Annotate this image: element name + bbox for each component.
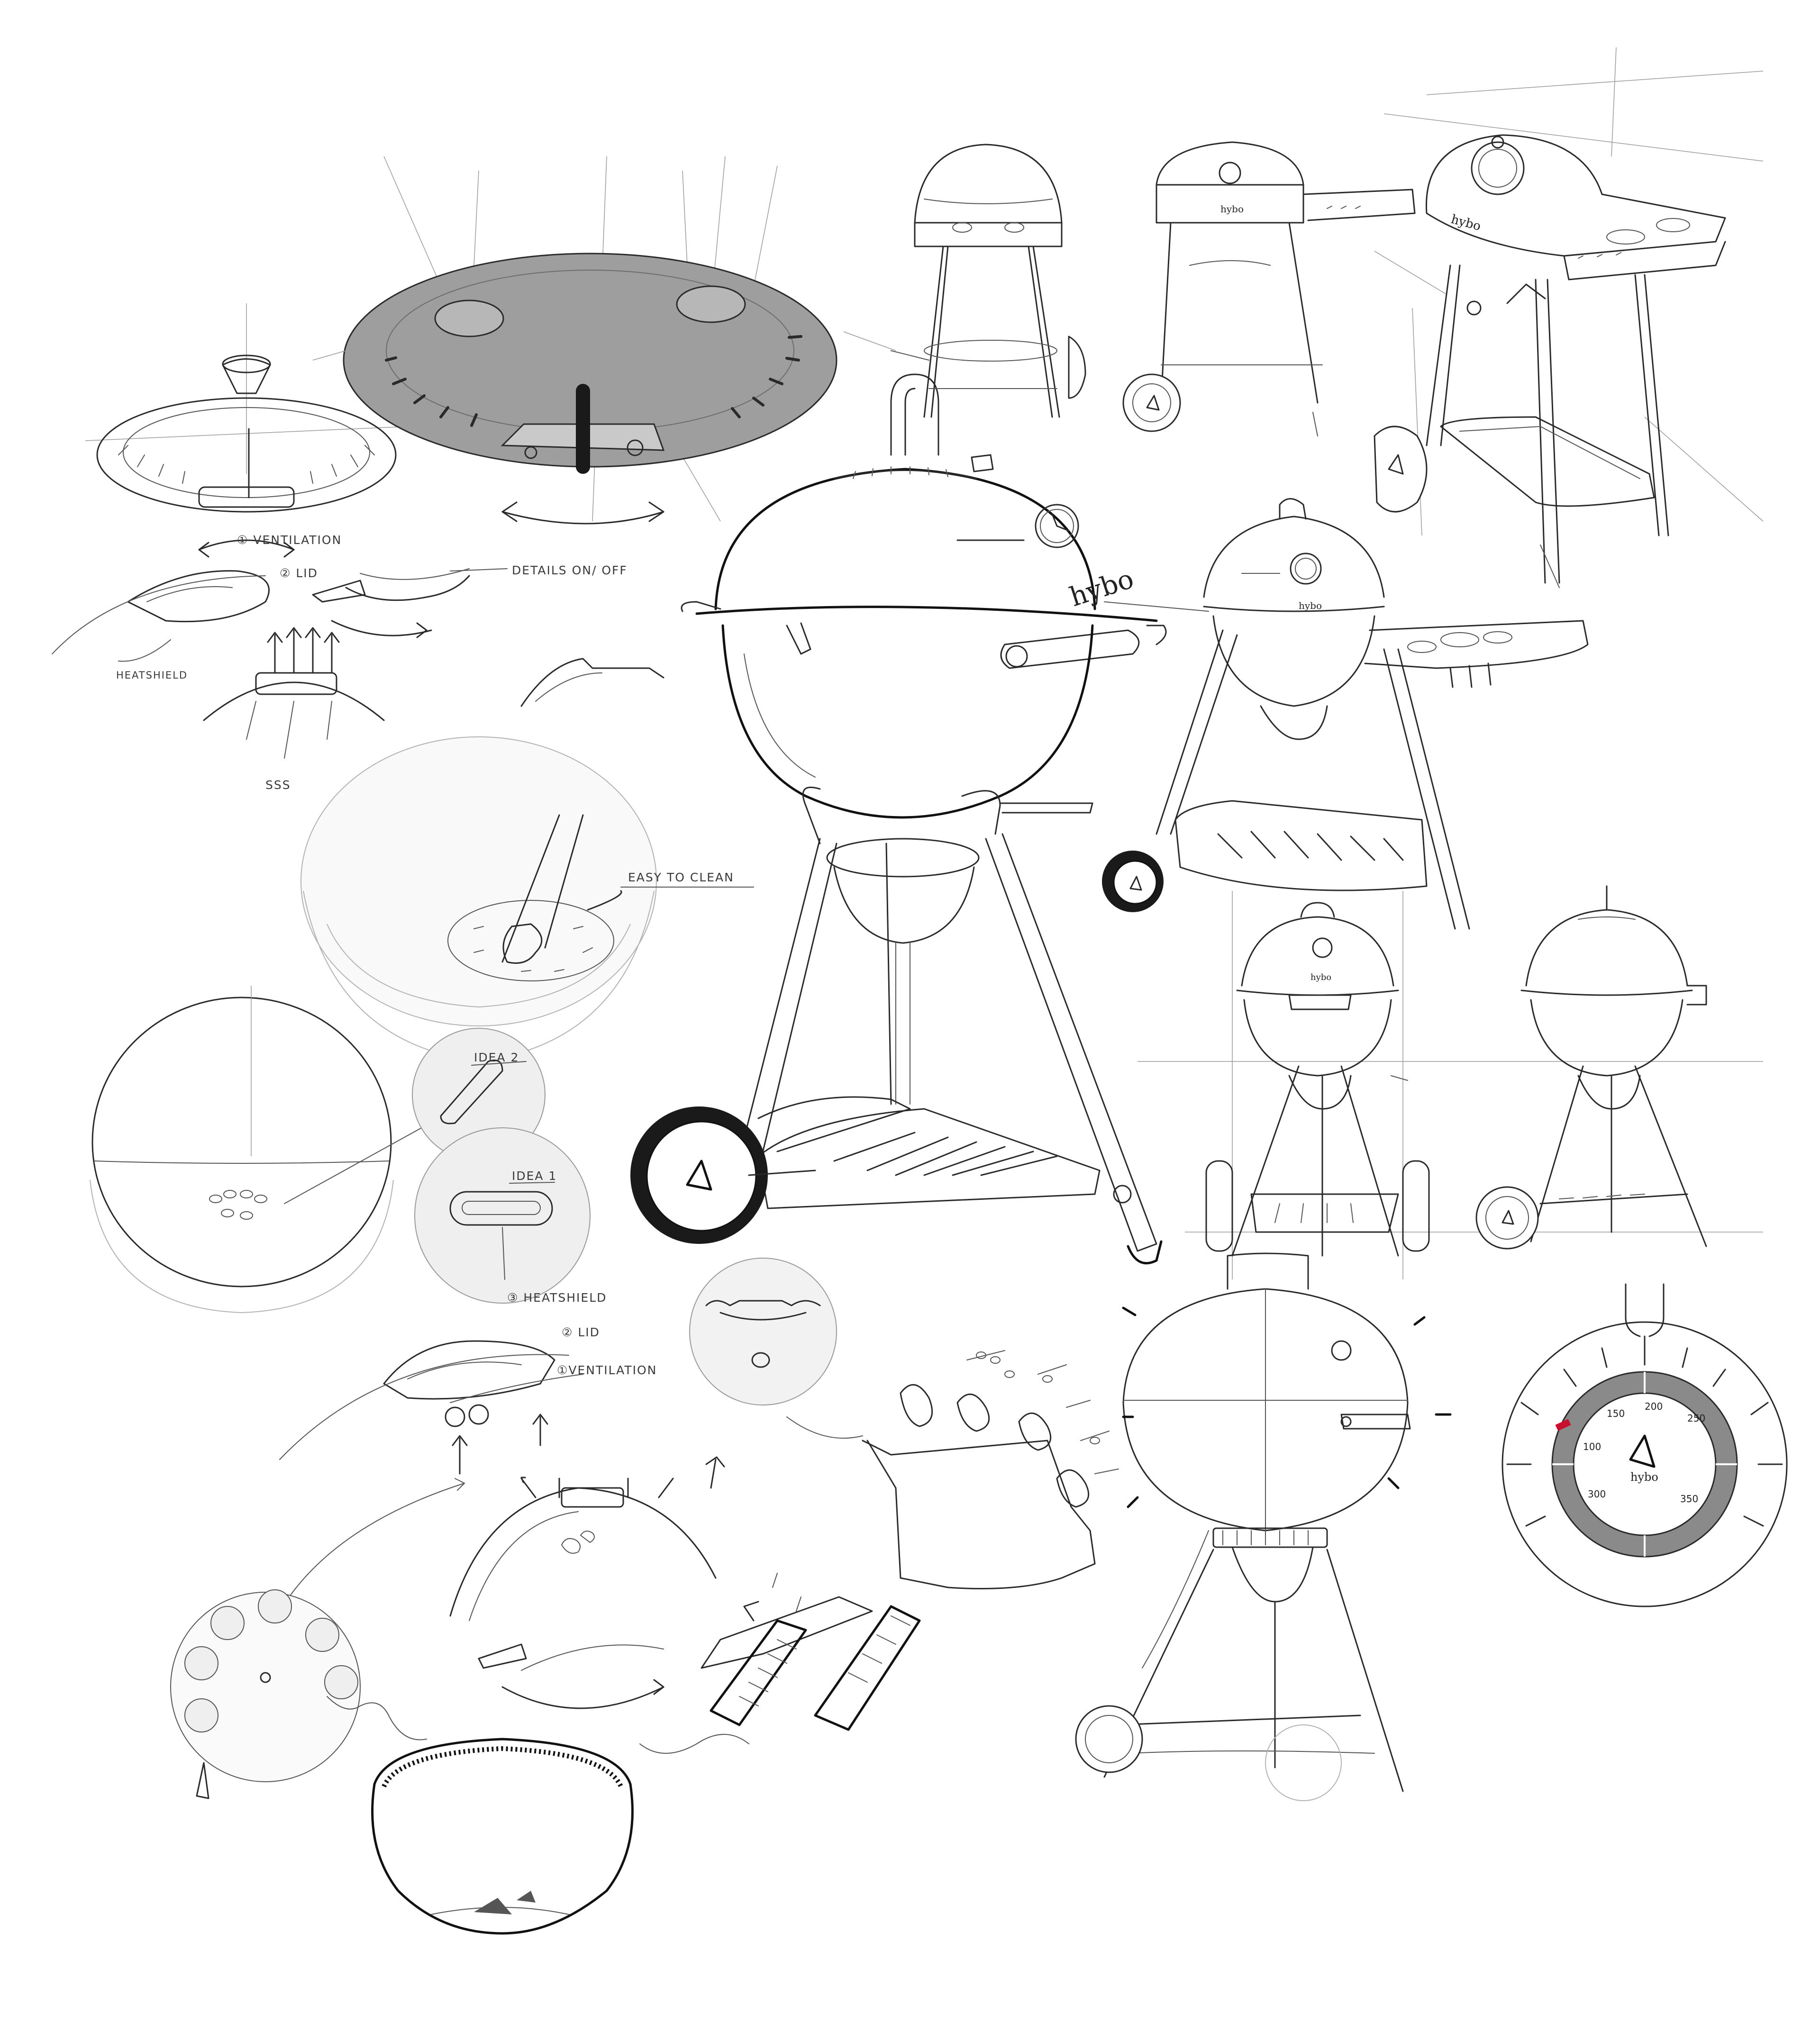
gauge-label-200: 200	[1645, 1401, 1663, 1412]
bowl-interior-sketch: EASY TO CLEAN	[300, 736, 754, 1062]
gauge-brand: hybo	[1630, 1470, 1658, 1484]
bowl-vent-ideas: IDEA 2 IDEA 1	[90, 986, 591, 1314]
hero-kettle-grill: hybo	[630, 373, 1167, 1265]
grill-concept-perspective: hybo	[1374, 47, 1764, 588]
ventilation-label: ① VENTILATION	[237, 533, 342, 547]
brand-wordmark-perspective: hybo	[1449, 212, 1482, 234]
gauge-tick-marks	[1506, 1335, 1783, 1527]
grill-concept-kettle-side	[1475, 885, 1707, 1250]
brand-wordmark-front: hybo	[1310, 972, 1331, 982]
grill-concept-dome-front	[891, 144, 1086, 418]
gauge-label-250: 250	[1687, 1413, 1705, 1424]
handle-exploded-sketch	[689, 1258, 1119, 1731]
ventilation-bottom-label: ①VENTILATION	[557, 1363, 657, 1377]
easy-to-clean-label: EASY TO CLEAN	[628, 870, 734, 884]
details-on-off-label: DETAILS ON/ OFF	[512, 563, 628, 577]
gauge-label-300: 300	[1588, 1488, 1606, 1500]
thermometer-gauge: 100 150 200 250 300 350 hybo	[1502, 1283, 1788, 1607]
lid-top-view-shaded	[312, 156, 896, 525]
gauge-label-350: 350	[1680, 1493, 1698, 1505]
bowl-cross-section	[371, 1738, 634, 1935]
brand-wordmark-small: hybo	[1220, 203, 1244, 215]
charcoal-plate-sketch	[170, 1589, 749, 1799]
sss-label: SSS	[265, 778, 291, 792]
heatshield-exploded-sketch: ③ HEATSHIELD ② LID ①VENTILATION	[279, 1291, 725, 1621]
brand-wordmark-kettle: hybo	[1299, 600, 1322, 611]
heatshield-label: HEATSHIELD	[116, 670, 188, 681]
ventilation-detail-sketch: ① VENTILATION ② LID DETAILS ON/ OFF HEAT…	[52, 533, 664, 792]
gauge-label-150: 150	[1607, 1408, 1625, 1419]
brand-wordmark: hybo	[1066, 563, 1138, 613]
lid-bottom-label: ② LID	[562, 1325, 600, 1339]
idea-1-label: IDEA 1	[512, 1169, 557, 1183]
grill-concept-box-shelf: hybo	[1122, 141, 1416, 436]
idea-2-label: IDEA 2	[474, 1051, 519, 1064]
lid-label: ② LID	[280, 566, 318, 580]
heatshield-bottom-label: ③ HEATSHIELD	[507, 1291, 607, 1305]
grill-concept-kettle-front: hybo	[1138, 891, 1763, 1279]
grill-concept-kettle-shelf: hybo	[1102, 498, 1589, 930]
lid-sketch-small	[85, 303, 408, 513]
gauge-label-100: 100	[1583, 1441, 1601, 1452]
grill-concept-kettle-gauge	[1075, 1252, 1452, 1801]
